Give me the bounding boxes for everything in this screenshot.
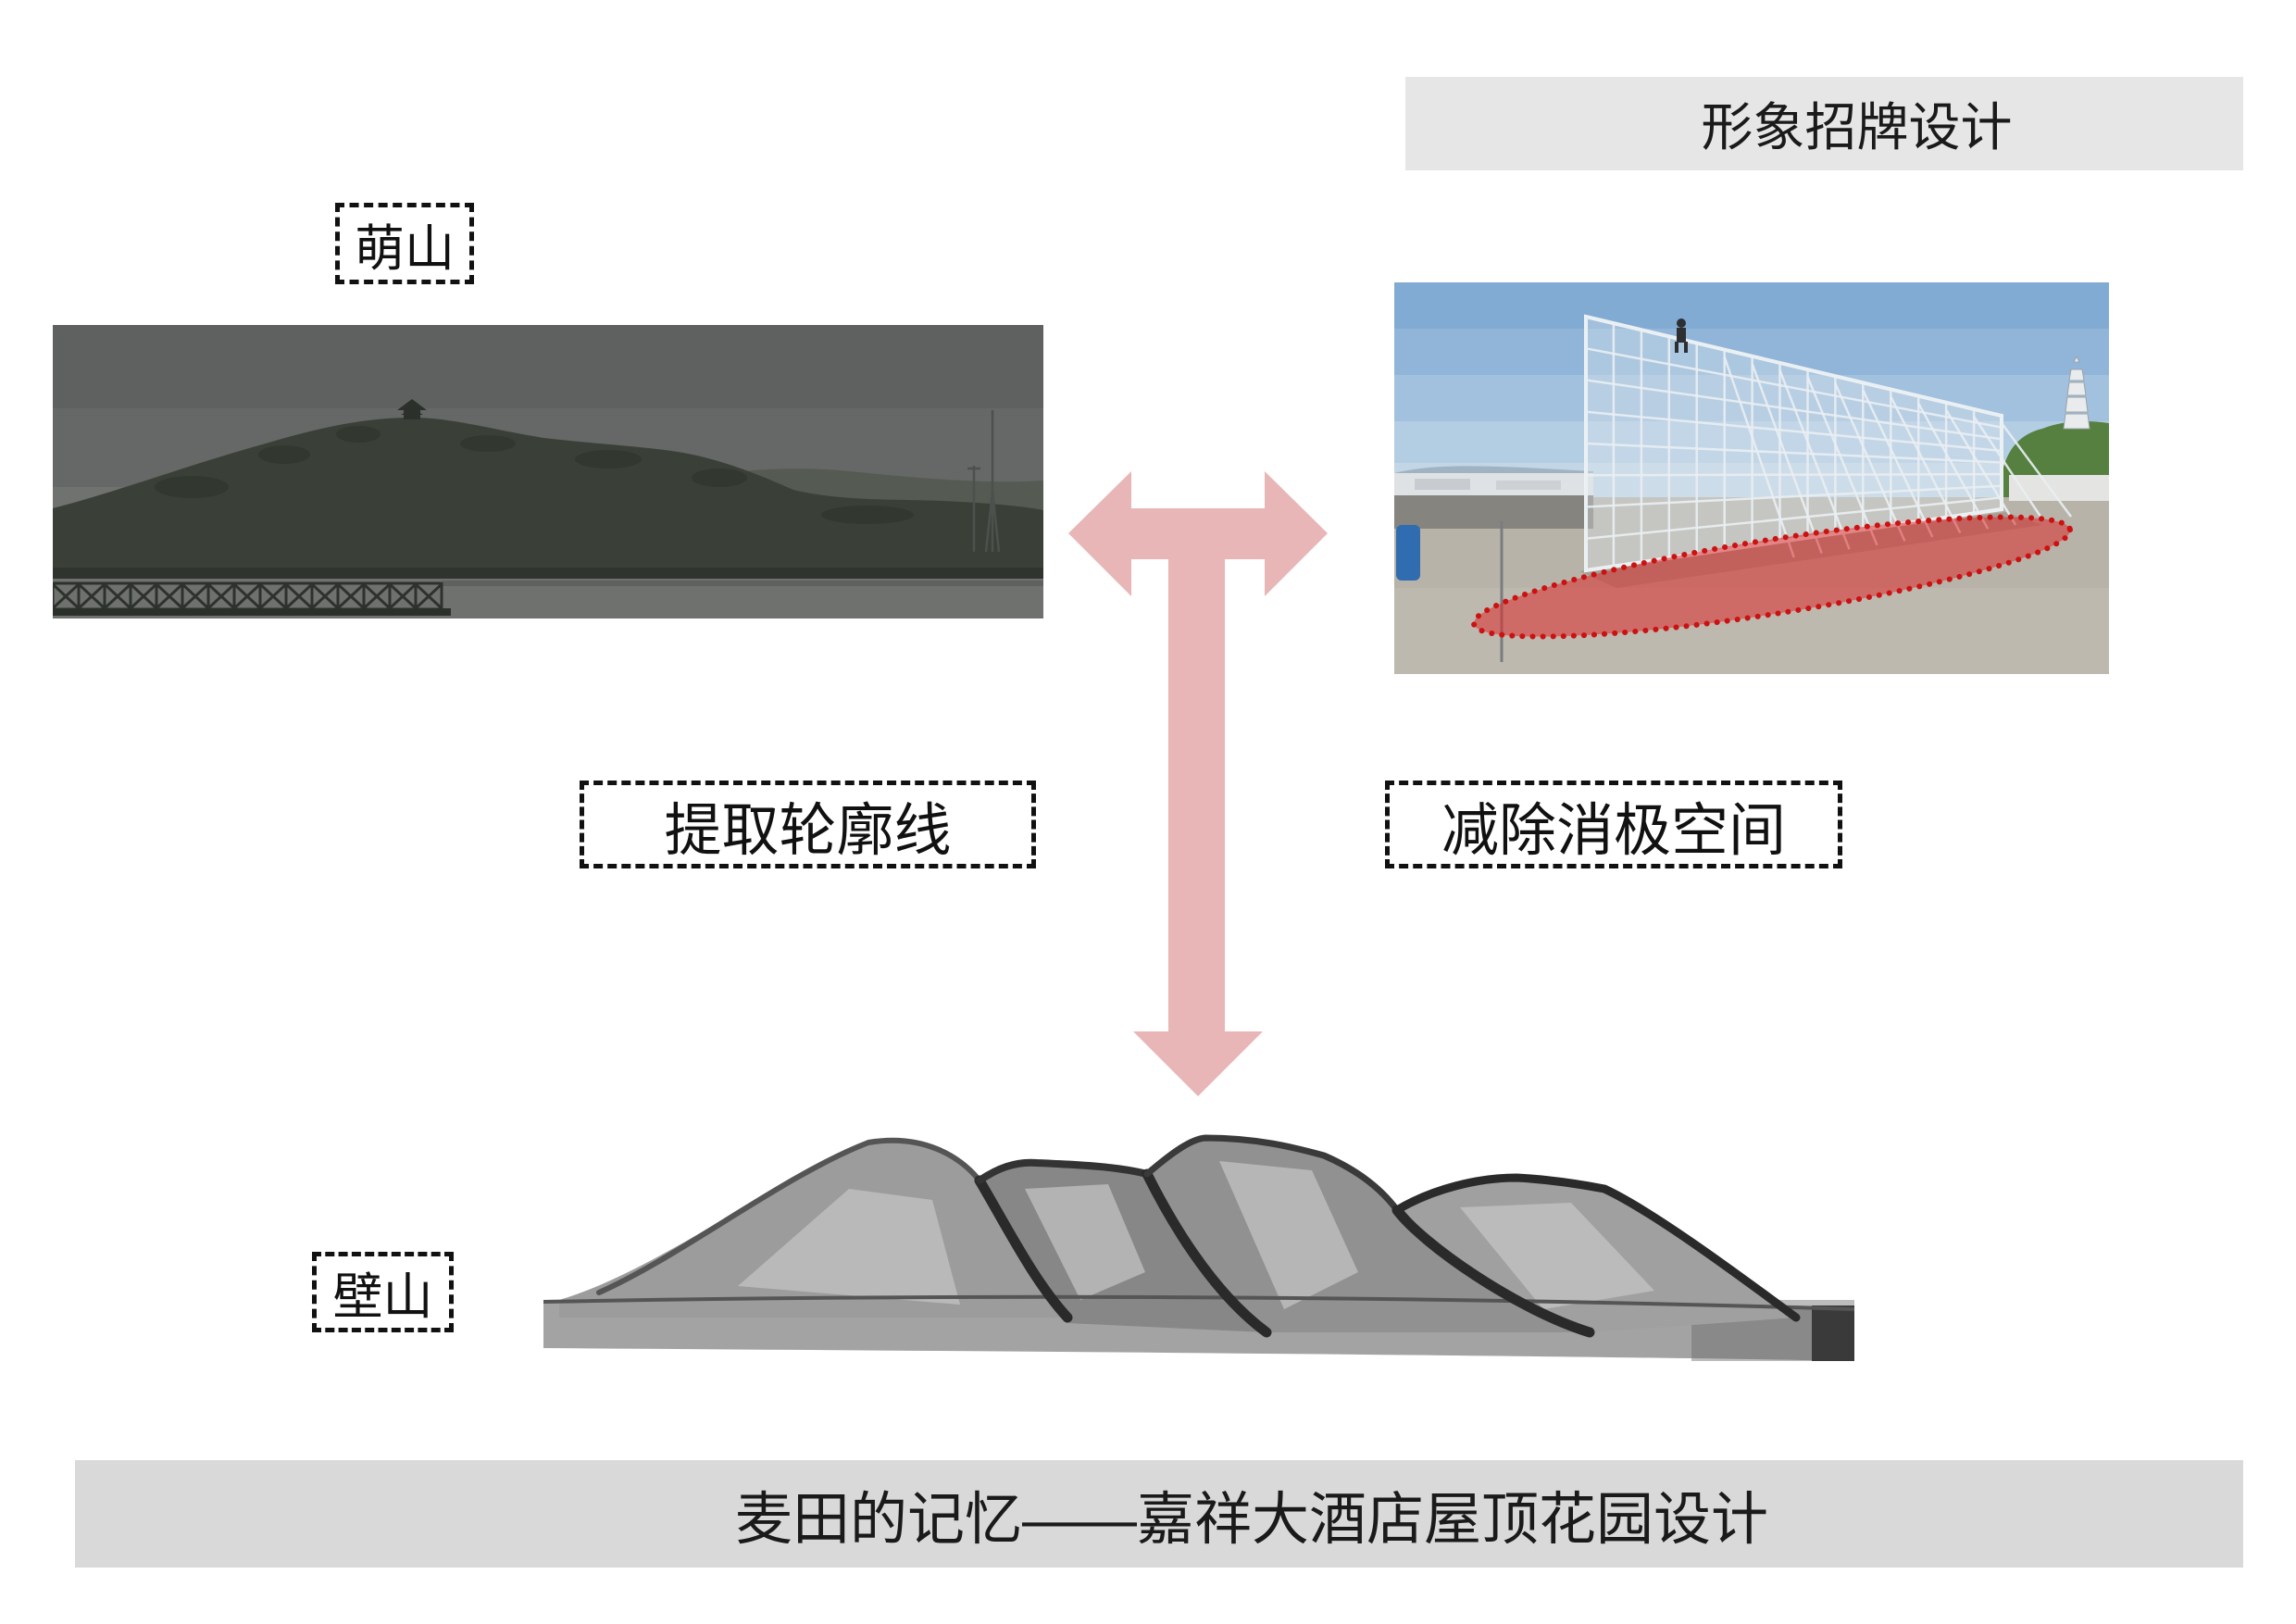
label-extract-outline-text: 提取轮廓线 (664, 798, 952, 863)
footer-title: 麦田的记忆——嘉祥大酒店屋顶花园设计 (734, 1488, 1768, 1552)
railing-brace (103, 582, 132, 610)
scaffold-brace (1973, 416, 2045, 522)
tower-icon (967, 410, 1001, 553)
railing-brace (388, 582, 418, 610)
label-bi-shan-text: 壁山 (332, 1269, 433, 1325)
scaffold-rail (1585, 410, 2003, 453)
footer-bar: 麦田的记忆——嘉祥大酒店屋顶花园设计 (75, 1460, 2243, 1568)
scaffold-rail (1585, 484, 2003, 508)
header-title: 形象招牌设计 (1701, 98, 2013, 156)
pagoda-icon (2063, 355, 2090, 430)
pavilion-icon (397, 399, 427, 419)
double-arrow-icon (1068, 471, 1328, 1096)
scaffold-brace (1862, 389, 1934, 538)
railing-brace (362, 582, 392, 610)
fence-wall (1394, 495, 1593, 529)
billboard-photo-image (1394, 282, 2109, 674)
railing-brace (232, 582, 262, 610)
railing-brace (53, 582, 81, 610)
railing-brace (129, 582, 158, 610)
pier-deck (53, 608, 451, 616)
scaffold-rail (1585, 496, 2003, 541)
shoreline (53, 568, 1043, 581)
ink-mountain-sketch (543, 1133, 1854, 1365)
machine-icon (1396, 521, 1504, 662)
label-bi-shan: 壁山 (312, 1252, 454, 1332)
scaffold-brace (1751, 363, 1823, 555)
scaffold-rail (1585, 442, 2003, 464)
scaffold-brace (1945, 409, 2017, 526)
transform-arrow (1055, 458, 1342, 1106)
railing-brace (77, 582, 106, 610)
railing-brace (206, 582, 236, 610)
scaffold-brace (1778, 369, 1851, 550)
railing-brace (284, 582, 314, 610)
negative-space-highlight (1470, 514, 2074, 640)
railing-brace (181, 582, 210, 610)
sketch-outlines (596, 1134, 1801, 1338)
white-building (2009, 475, 2109, 501)
label-extract-outline: 提取轮廓线 (580, 781, 1036, 868)
mountain-photo-image (53, 325, 1043, 618)
label-subtract-negative-space-text: 减除消极空间 (1441, 798, 1786, 863)
arrow-shape (1068, 471, 1328, 1096)
scaffold-brace (1723, 356, 1795, 558)
label-subtract-negative-space: 减除消极空间 (1385, 781, 1842, 868)
ink-mountain-image (543, 1134, 1854, 1361)
scaffold-rail (1585, 315, 2003, 418)
railing-brace (336, 582, 366, 610)
hill-foliage (155, 426, 914, 524)
scaffold-brace (2000, 422, 2073, 518)
scaffold-brace (1917, 402, 1990, 530)
scaffold-bars (1584, 315, 2073, 572)
railing-brace (310, 582, 340, 610)
scaffold-brace (1834, 382, 1906, 542)
sketch-highlights (738, 1161, 1654, 1309)
scaffold-brace (1890, 395, 1962, 534)
label-meng-shan: 萌山 (335, 203, 474, 284)
railing-brace (414, 582, 443, 610)
scaffold-rail (1585, 347, 2003, 429)
railing-brace (155, 582, 184, 610)
worker-icon (1675, 319, 1688, 353)
railing-brace (258, 582, 288, 610)
scaffold-brace (1806, 376, 1878, 546)
header-bar: 形象招牌设计 (1405, 77, 2243, 170)
billboard-photo (1394, 282, 2109, 674)
mountain-photo (53, 325, 1043, 618)
label-meng-shan-text: 萌山 (355, 220, 455, 277)
